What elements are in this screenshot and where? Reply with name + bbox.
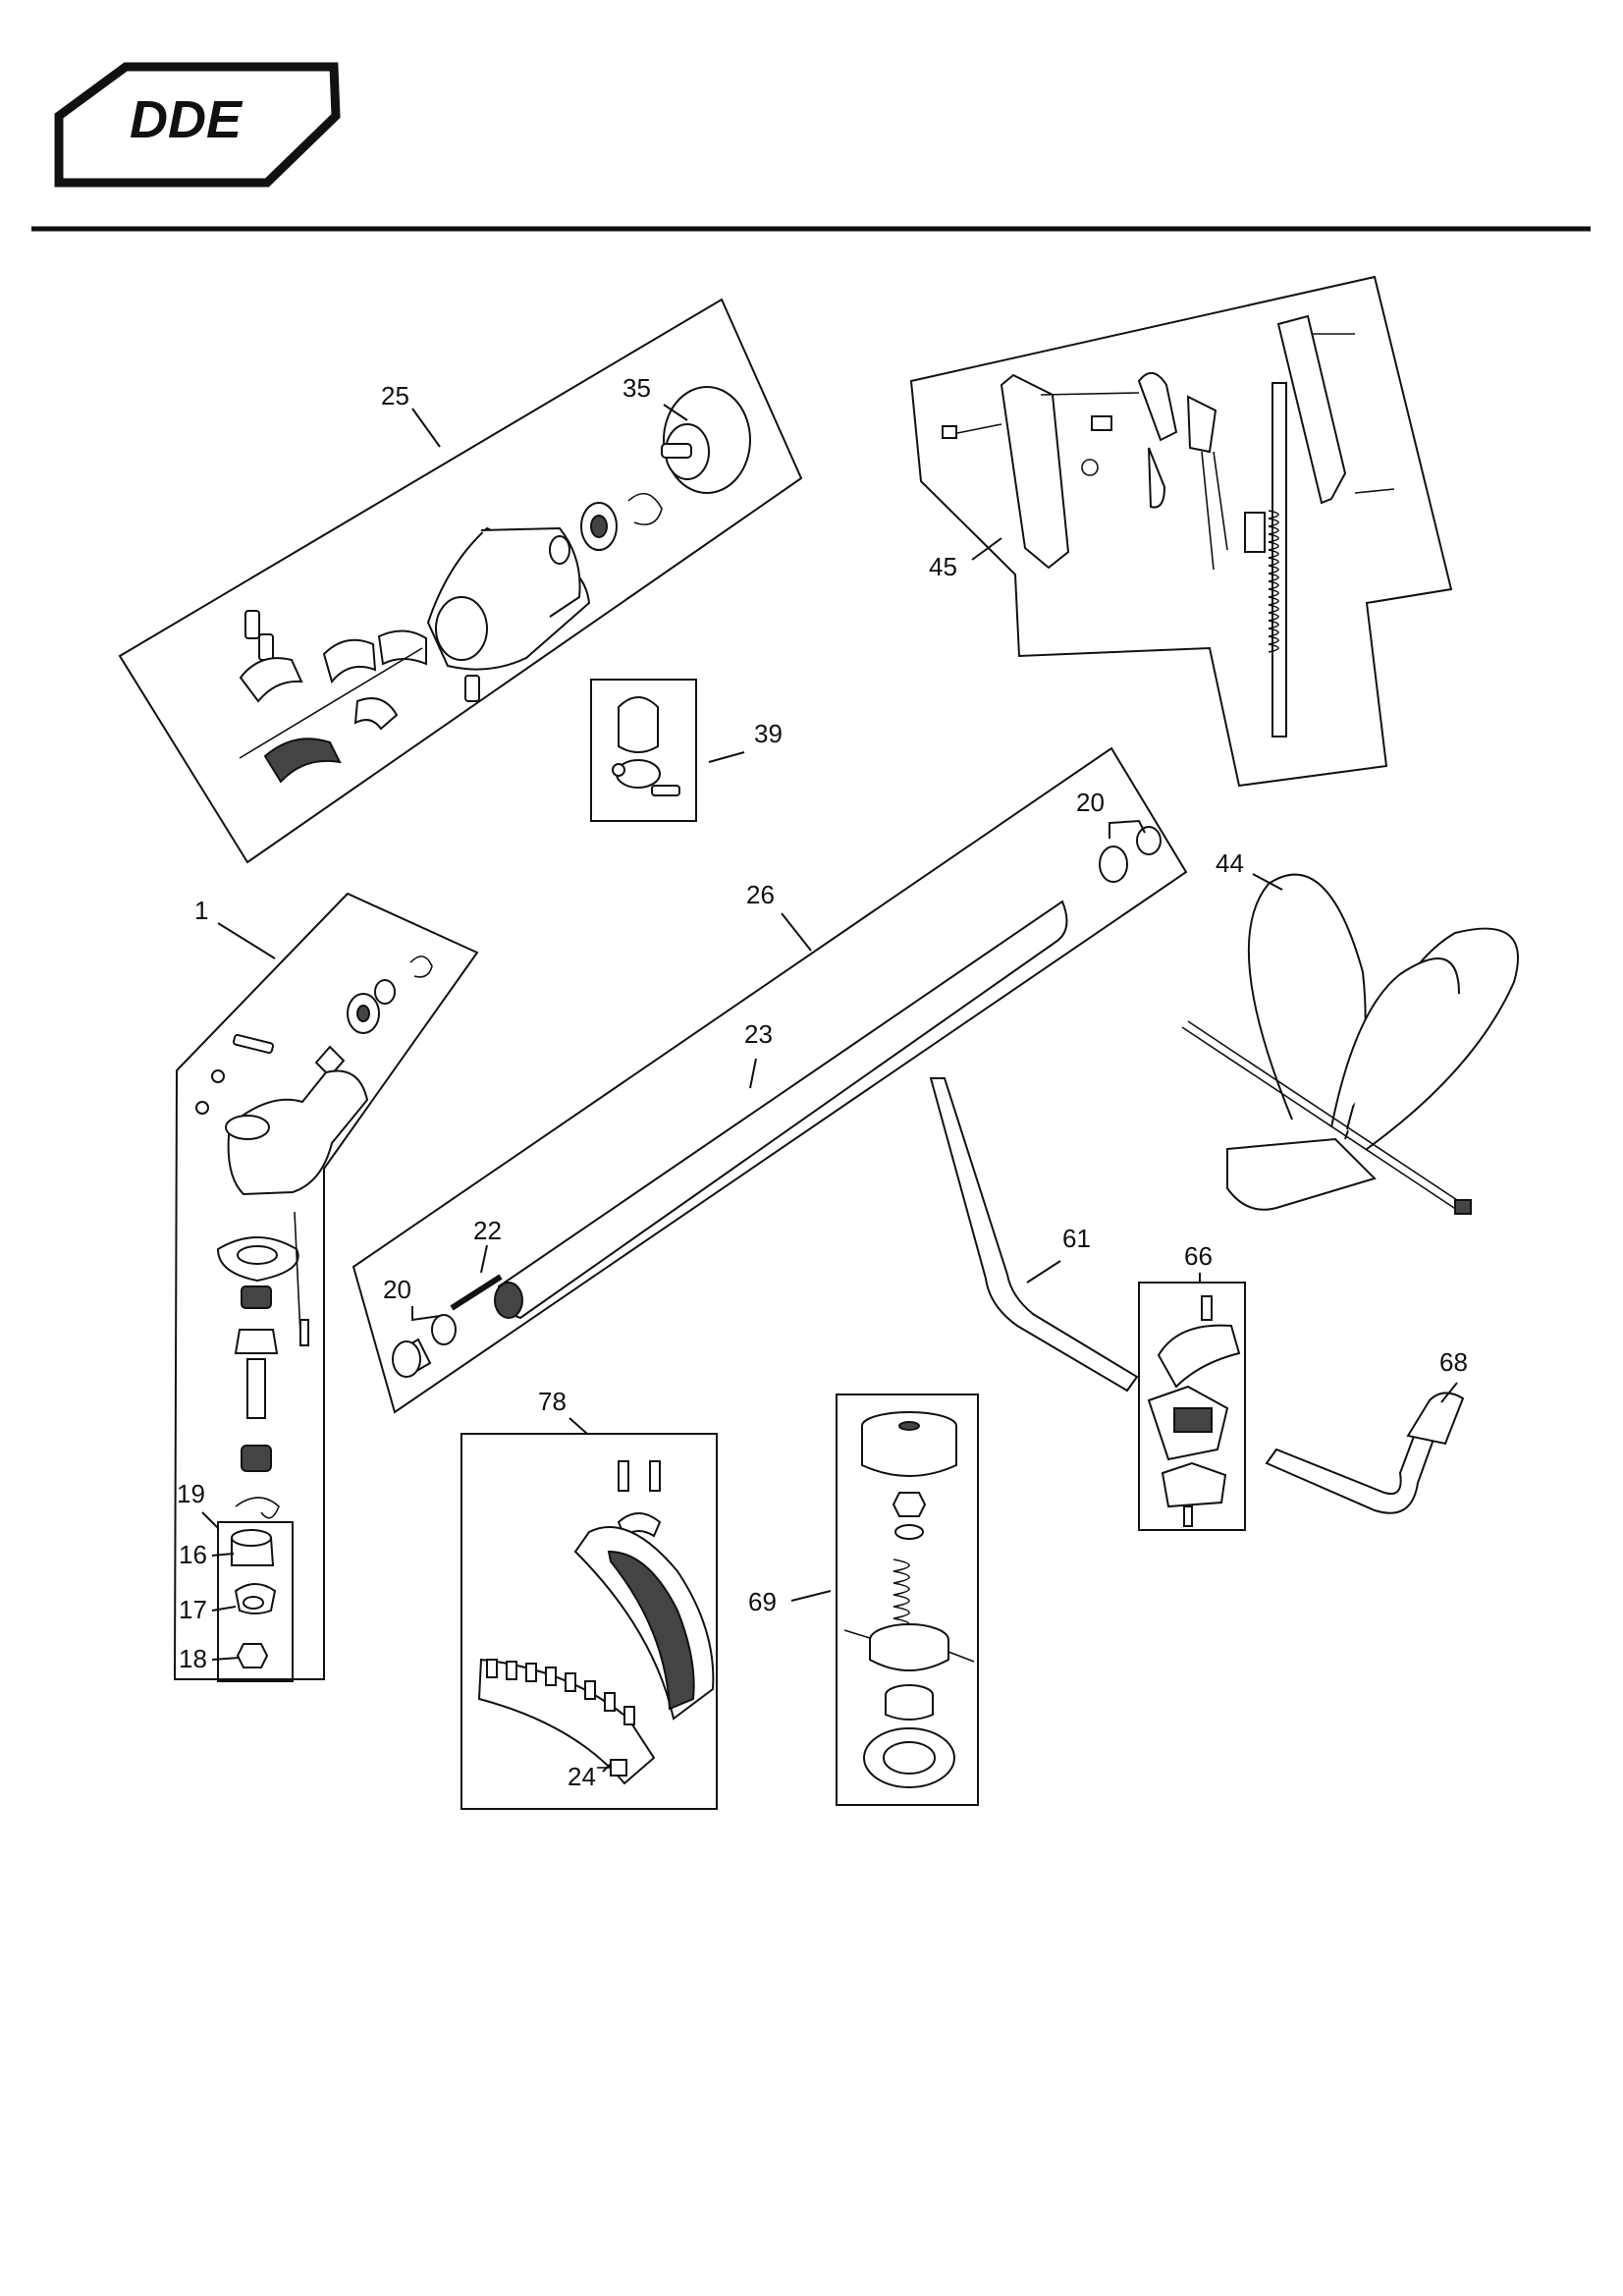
callout-44: 44 <box>1216 848 1244 878</box>
leader-16 <box>211 1553 235 1557</box>
callout-35: 35 <box>622 373 651 403</box>
leader-18 <box>211 1657 241 1661</box>
clutch-housing-group <box>118 298 803 864</box>
callout-39: 39 <box>754 719 783 748</box>
callout-19: 19 <box>177 1479 205 1508</box>
leader-1 <box>217 922 276 959</box>
callout-24: 24 <box>568 1762 596 1791</box>
leader-26 <box>781 912 812 952</box>
leader-22 <box>480 1244 488 1274</box>
guard-group <box>460 1433 718 1810</box>
blade-nut-parts <box>231 1529 277 1668</box>
callout-17: 17 <box>179 1595 207 1624</box>
leader-20b <box>1109 819 1146 839</box>
callout-61: 61 <box>1062 1224 1091 1253</box>
callout-25: 25 <box>381 381 409 410</box>
leader-39 <box>708 751 745 763</box>
leader-17 <box>211 1606 237 1612</box>
leader-68 <box>1440 1382 1458 1403</box>
leader-45 <box>971 537 1002 561</box>
dde-logo: DDE <box>54 62 341 188</box>
guard-teeth <box>486 1659 635 1725</box>
harness-group <box>1181 873 1519 1215</box>
callout-16: 16 <box>179 1540 207 1569</box>
callout-45: 45 <box>929 552 957 581</box>
callout-69: 69 <box>748 1587 777 1616</box>
callout-22: 22 <box>473 1216 502 1245</box>
leader-35 <box>663 404 688 421</box>
drive-tube-group <box>352 746 1188 1414</box>
callout-23: 23 <box>744 1019 773 1049</box>
leader-69 <box>790 1590 832 1602</box>
logo-text: DDE <box>130 90 243 149</box>
leader-78 <box>568 1417 588 1435</box>
leader-20a <box>411 1306 441 1322</box>
handle-bar <box>929 1077 1139 1393</box>
callout-20-upper: 20 <box>1076 788 1105 817</box>
callout-1: 1 <box>194 896 208 925</box>
callout-20-lower: 20 <box>383 1275 411 1304</box>
leader-44 <box>1252 873 1283 891</box>
handle-clamp-66-group <box>1138 1282 1246 1531</box>
handle-clamp-group <box>590 679 697 822</box>
leader-19 <box>201 1511 219 1529</box>
callout-18: 18 <box>179 1644 207 1673</box>
leader-25 <box>411 408 441 448</box>
grip-handle <box>1265 1392 1465 1514</box>
callout-78: 78 <box>538 1387 567 1416</box>
leader-24 <box>602 1763 612 1773</box>
gear-head-group <box>173 892 479 1680</box>
callout-68: 68 <box>1439 1347 1468 1377</box>
leader-61 <box>1026 1260 1061 1284</box>
callout-66: 66 <box>1184 1241 1213 1271</box>
blade-nut-subbox <box>217 1521 294 1682</box>
leader-23 <box>749 1058 757 1089</box>
throttle-handle-group <box>909 275 1453 788</box>
trimmer-head-group <box>836 1394 979 1806</box>
callout-26: 26 <box>746 880 775 909</box>
